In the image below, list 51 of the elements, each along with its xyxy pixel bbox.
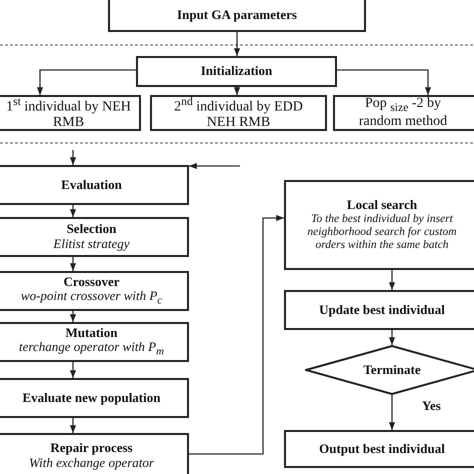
arrow xyxy=(70,150,76,165)
process-box xyxy=(0,322,189,362)
process-box xyxy=(108,0,366,32)
box-description: wo-point crossover with P$_{c}$ xyxy=(20,289,162,308)
box-heading: Output best individual xyxy=(319,442,445,456)
box-description: Elitist strategy xyxy=(53,237,130,252)
box-description: orders within the same batch xyxy=(315,239,449,252)
box-heading: Evaluation xyxy=(61,178,122,192)
arrow xyxy=(70,418,76,433)
process-box xyxy=(284,180,474,270)
box-heading: Crossover xyxy=(63,274,120,290)
arrow xyxy=(189,214,284,455)
arrow xyxy=(388,270,396,290)
box-heading: Evaluate new population xyxy=(22,390,160,406)
box-text: 1$^{st}$ individual by NEH RMB xyxy=(5,94,132,132)
process-box xyxy=(150,95,327,131)
box-heading: Mutation xyxy=(66,326,118,340)
arrow xyxy=(234,87,240,95)
process-box xyxy=(284,430,474,468)
box-description: With exchange operator xyxy=(29,456,154,470)
arrow xyxy=(70,257,76,271)
box-heading: Initialization xyxy=(200,64,272,79)
process-box xyxy=(0,378,189,418)
process-box xyxy=(0,271,189,311)
box-heading: Input GA parameters xyxy=(177,8,297,22)
arrow xyxy=(189,162,240,170)
box-description: neighborhood search for custom xyxy=(307,226,457,240)
arrow xyxy=(388,395,396,430)
box-text: 2$^{nd}$ individual by EDD NEH RMB xyxy=(173,94,304,132)
box-heading: Local search xyxy=(346,198,418,213)
arrow xyxy=(70,311,76,322)
process-box xyxy=(333,95,474,131)
arrow xyxy=(234,32,240,56)
box-description: To the best individual by insert xyxy=(311,212,453,226)
box-heading: Update best individual xyxy=(319,302,445,318)
box-text: Pop $_{size}$ -2 by random method xyxy=(358,96,448,130)
box-heading: Selection xyxy=(66,222,116,237)
process-box xyxy=(284,290,474,330)
arrow xyxy=(70,205,76,217)
process-box xyxy=(0,433,189,474)
box-description: terchange operator with P$_{m}$ xyxy=(19,340,164,358)
arrow xyxy=(70,362,76,378)
decision-diamond xyxy=(305,345,474,395)
box-heading: Terminate xyxy=(363,362,421,378)
process-box xyxy=(0,217,189,257)
arrow xyxy=(337,69,432,95)
process-box xyxy=(136,56,337,87)
arrow xyxy=(388,330,396,345)
box-heading: Repair process xyxy=(50,440,133,456)
arrow xyxy=(36,69,136,95)
process-box xyxy=(0,165,189,205)
